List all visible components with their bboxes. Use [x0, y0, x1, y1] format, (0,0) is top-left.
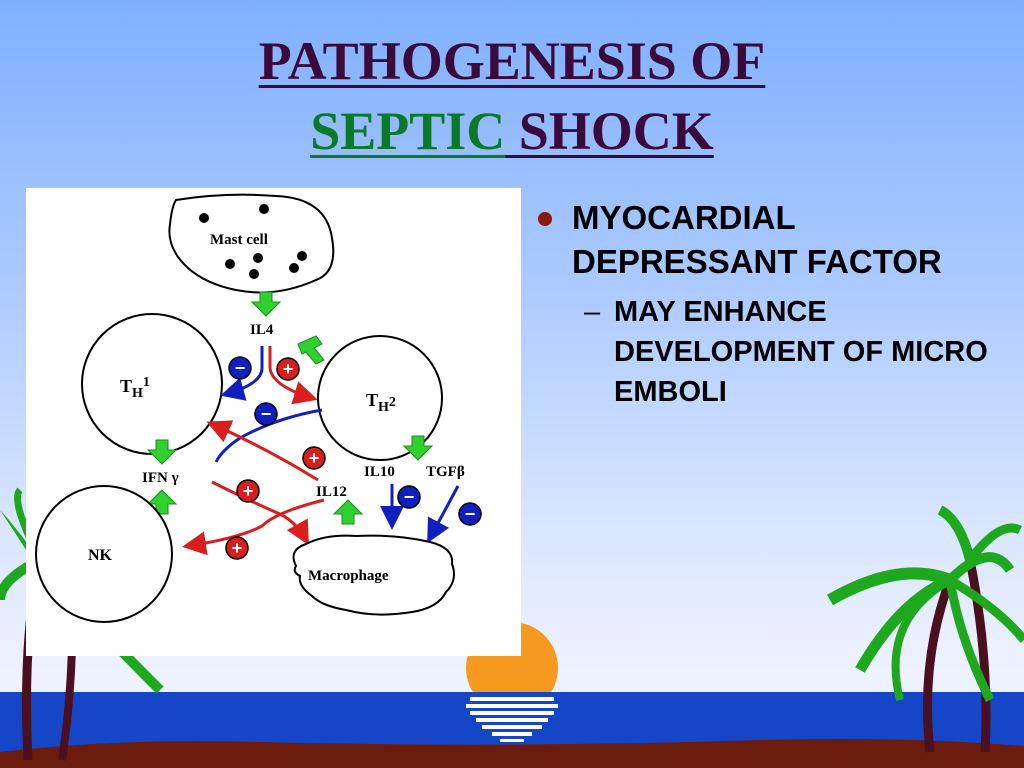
minus-marker [458, 502, 482, 526]
th2-superscript: 2 [389, 395, 396, 410]
minus-marker [228, 356, 252, 380]
th1-subscript: H [132, 386, 143, 401]
nk-cell [35, 485, 173, 623]
activate-arrow-il12-th1 [206, 420, 319, 482]
stimulate-arrow-icon [332, 499, 364, 525]
granule [253, 253, 263, 263]
title-text-septic: SEPTIC [310, 101, 506, 161]
bullet-main-text: MYOCARDIAL DEPRESSANT FACTOR [572, 199, 942, 280]
minus-sign: − [261, 404, 272, 424]
dash-bullet-icon: – [584, 296, 601, 328]
minus-sign: − [235, 358, 246, 378]
minus-sign: − [404, 487, 415, 507]
granule [199, 213, 209, 223]
bullet-list: MYOCARDIAL DEPRESSANT FACTOR – MAY ENHAN… [532, 196, 1002, 412]
il10-label: IL10 [364, 464, 395, 480]
minus-marker [397, 485, 421, 509]
right-palm-tree-icon [827, 505, 1024, 753]
inhibit-arrow-il4-th1 [220, 346, 264, 401]
title-text-pathogenesis: PATHOGENESIS OF [258, 31, 766, 91]
minus-marker [254, 402, 278, 426]
granule [297, 251, 307, 261]
granule [259, 204, 269, 214]
activate-arrow-il12-nk [182, 498, 325, 556]
granule [289, 263, 299, 273]
cytokine-pathway-diagram: Mast cell IL4 TH1 TH2 − + − + IFN γ [26, 188, 521, 656]
th2-subscript: H [378, 400, 389, 415]
bullet-dot-icon [538, 212, 552, 226]
stimulate-arrow-icon [402, 435, 434, 461]
plus-marker [302, 446, 326, 470]
tgf-beta-label: TGFβ [426, 464, 465, 480]
plus-sign: + [309, 448, 320, 468]
th1-cell [81, 313, 223, 455]
minus-sign: − [465, 504, 476, 524]
th2-label: T [366, 390, 378, 410]
activate-arrow-il4-th2 [268, 346, 318, 405]
il4-label: IL4 [250, 322, 274, 338]
stimulate-arrow-icon [146, 489, 178, 515]
nk-label: NK [88, 547, 113, 564]
bullet-sub-text: MAY ENHANCE DEVELOPMENT OF MICRO EMBOLI [614, 296, 988, 408]
ifn-gamma-label: IFN γ [142, 470, 179, 486]
slide-title-line2: SEPTIC SHOCK [0, 100, 1024, 162]
granule [225, 259, 235, 269]
plus-marker [225, 536, 249, 560]
mast-cell-label: Mast cell [210, 232, 268, 248]
granule [249, 269, 259, 279]
macrophage-cell [292, 534, 455, 616]
th2-cell [317, 335, 443, 461]
sun-reflection [466, 697, 558, 742]
stimulate-arrow-icon [250, 291, 282, 317]
plus-sign: + [283, 359, 294, 379]
slide-title-line1: PATHOGENESIS OF [0, 30, 1024, 92]
th1-superscript: 1 [143, 375, 150, 390]
stimulate-arrow-icon [146, 439, 178, 465]
title-text-shock: SHOCK [505, 101, 714, 161]
inhibit-arrow-tgf-macrophage [427, 485, 460, 544]
bullet-main: MYOCARDIAL DEPRESSANT FACTOR [532, 196, 1002, 284]
svg-text:TH1: TH1 [120, 375, 150, 401]
il12-label: IL12 [316, 484, 347, 500]
stimulate-arrow-icon [297, 335, 325, 365]
island [0, 738, 1024, 768]
plus-sign: + [243, 481, 254, 501]
th1-label: T [120, 376, 132, 396]
plus-marker [276, 357, 300, 381]
bullet-sub: – MAY ENHANCE DEVELOPMENT OF MICRO EMBOL… [532, 292, 1002, 412]
svg-text:TH2: TH2 [366, 390, 396, 415]
plus-sign: + [232, 538, 243, 558]
plus-marker [236, 479, 260, 503]
macrophage-label: Macrophage [308, 568, 389, 584]
